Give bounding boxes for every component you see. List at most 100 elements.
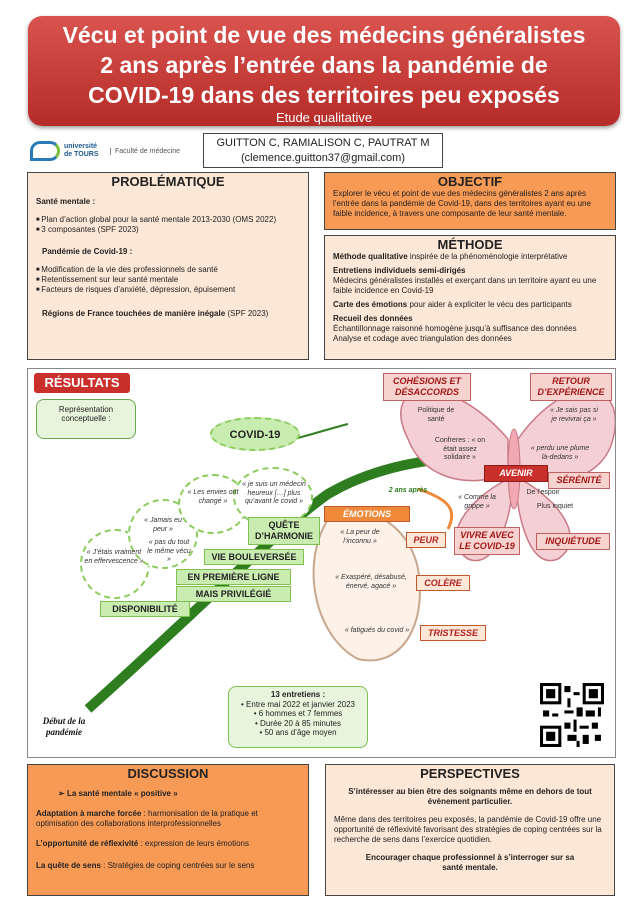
label-premiere-ligne: EN PREMIÈRE LIGNE <box>176 569 291 585</box>
discussion-quete: La quête de sens : Stratégies de coping … <box>36 861 300 871</box>
methode-qualitative-rest: inspirée de la phénoménologie interpréta… <box>407 252 568 261</box>
label-peur: PEUR <box>406 532 446 548</box>
quote-plume: « perdu une plume là-dedans » <box>530 445 590 461</box>
label-privilegie: MAIS PRIVILÉGIÉ <box>176 586 291 602</box>
entretiens-item: • 50 ans d’âge moyen <box>259 728 337 737</box>
authors-box: GUITTON C, RAMIALISON C, PAUTRAT M (clem… <box>203 133 443 168</box>
quete-line-1: QUÊTE <box>268 520 300 530</box>
discussion-adaptation: Adaptation à marche forcée : harmonisati… <box>36 809 300 829</box>
adaptation-bold: Adaptation à marche forcée <box>36 809 142 818</box>
label-deux-ans: 2 ans après <box>388 487 428 494</box>
quote-fatigues: « fatigués du covid » <box>344 627 410 634</box>
quote-je-sais: « Je sais pas si je revivrai ça » <box>550 407 598 423</box>
entretiens-item: • Entre mai 2022 et janvier 2023 <box>241 699 355 709</box>
politique-sante: Politique de santé <box>417 407 455 423</box>
cohesions-line-2: DÉSACCORDS <box>394 387 459 397</box>
authors-email[interactable]: (clemence.guitton37@gmail.com) <box>240 152 405 164</box>
quote-jamais-peur: « Jamais eu peur » <box>144 517 182 533</box>
quete-bold: La quête de sens <box>36 861 101 870</box>
debut-line-1: Début de la <box>42 716 86 726</box>
perspectives-text: Même dans des territoires peu exposés, l… <box>334 815 602 844</box>
entretiens-item: • Durée 20 à 85 minutes <box>255 718 341 728</box>
recueil-text-2: Analyse et codage avec triangulation des… <box>333 334 512 343</box>
quete-rest: : Stratégies de coping centrées sur le s… <box>100 861 255 870</box>
quete-line-2: D’HARMONIE <box>255 531 313 541</box>
quote-exaspere: « Exaspéré, désabusé, énervé, agacé » <box>335 574 407 590</box>
perspectives-box: PERSPECTIVES S’intéresser au bien être d… <box>325 764 615 896</box>
entretiens-title: 13 entretiens : <box>270 690 326 699</box>
discussion-reflexivite: L’opportunité de réflexivité : expressio… <box>36 839 300 849</box>
regions-rest: (SPF 2023) <box>225 309 269 318</box>
reflexivite-rest: : expression de leurs émotions <box>138 839 249 848</box>
perspectives-bold-1: S’intéresser au bien être des soignants … <box>348 787 592 806</box>
carte-emotions-rest: pour aider à expliciter le vécu des part… <box>407 300 572 309</box>
university-name: université de TOURS <box>64 143 99 158</box>
perspectives-title: PERSPECTIVES <box>420 766 520 781</box>
list-item: Plan d’action global pour la santé menta… <box>36 215 300 225</box>
reflexivite-bold: L’opportunité de réflexivité <box>36 839 139 848</box>
label-inquietude: INQUIÉTUDE <box>536 533 610 550</box>
label-debut-pandemie: Début de la pandémie <box>36 716 92 738</box>
university-logo: université de TOURS Faculté de médecine <box>30 140 190 162</box>
objectif-box: OBJECTIF Explorer le vécu et point de vu… <box>324 172 616 230</box>
faculty-name: Faculté de médecine <box>110 147 180 155</box>
problematique-title: PROBLÉMATIQUE <box>111 174 225 189</box>
regions-text: Régions de France touchées de manière in… <box>42 309 300 319</box>
adaptation-rest: : harmonisation de la pratique et optimi… <box>36 809 258 828</box>
arrow-icon: ➢ <box>58 789 67 798</box>
discussion-positive: ➢ La santé mentale « positive » <box>58 789 300 799</box>
carte-emotions: Carte des émotions <box>333 300 408 309</box>
quote-effervescence: « J’étais vraiment en effervescence » <box>84 549 144 565</box>
sante-mentale-label: Santé mentale : <box>36 197 96 206</box>
quote-grippe: « Comme la grippe » <box>458 494 496 510</box>
sante-mentale-list: Plan d’action global pour la santé menta… <box>36 215 300 235</box>
methode-box: MÉTHODE Méthode qualitative inspirée de … <box>324 235 616 360</box>
entretiens-item-text: 6 hommes et 7 femmes <box>258 709 343 718</box>
label-disponibilite: DISPONIBILITÉ <box>100 601 190 617</box>
label-vie-bouleversee: VIE BOULEVERSÉE <box>204 549 304 565</box>
title-line-2: 2 ans après l’entrée dans la pandémie de <box>100 52 548 78</box>
results-tag: RÉSULTATS <box>34 373 130 393</box>
list-item: 3 composantes (SPF 2023) <box>36 225 300 235</box>
representation-label: Représentation conceptuelle : <box>36 399 136 439</box>
qr-code-icon[interactable] <box>540 683 604 747</box>
entretiens-item-text: Durée 20 à 85 minutes <box>260 718 341 728</box>
entretiens-text: Médecins généralistes installés et exerç… <box>333 276 597 295</box>
quote-confreres: Confreres : « on était assez solidaire » <box>434 437 486 461</box>
vivre-line-2: LE COVID-19 <box>459 541 515 551</box>
perspectives-bold-2: Encourager chaque professionnel à s’inte… <box>365 853 575 872</box>
quote-pas-du-tout: « pas du tout le même vécu » <box>147 539 191 563</box>
label-quete-harmonie: QUÊTE D’HARMONIE <box>248 517 320 545</box>
methode-line-3: Carte des émotions pour aider à explicit… <box>333 300 607 310</box>
objectif-text: Explorer le vécu et point de vue des méd… <box>333 189 591 218</box>
text-plus-inquiet: Plus inquiet <box>536 503 574 510</box>
quote-envies: « Les envies ont changé » <box>187 489 239 505</box>
entretiens-label: Entretiens individuels semi-dirigés <box>333 266 466 275</box>
text-espoir: De l’espoir <box>526 489 560 496</box>
retour-line-2: D’EXPÉRIENCE <box>537 387 605 397</box>
pandemie-label: Pandémie de Covid-19 : <box>42 247 133 256</box>
list-item: Modification de la vie des professionnel… <box>36 265 300 275</box>
retour-line-1: RETOUR <box>552 376 590 386</box>
entretiens-item-text: 50 ans d’âge moyen <box>264 728 337 737</box>
list-item: Facteurs de risques d’anxiété, dépressio… <box>36 285 300 295</box>
label-vivre-covid: VIVRE AVEC LE COVID-19 <box>454 527 520 555</box>
poster-title-banner: Vécu et point de vue des médecins généra… <box>28 16 620 126</box>
cohesions-line-1: COHÉSIONS ET <box>392 376 461 386</box>
methode-line-1: Méthode qualitative inspirée de la phéno… <box>333 252 607 262</box>
discussion-box: DISCUSSION ➢ La santé mentale « positive… <box>27 764 309 896</box>
results-panel: RÉSULTATS Représentation conceptuelle : … <box>27 368 616 758</box>
label-tristesse: TRISTESSE <box>420 625 486 641</box>
label-cohesions: COHÉSIONS ET DÉSACCORDS <box>383 373 471 401</box>
label-emotions: ÉMOTIONS <box>324 506 410 522</box>
recueil-label: Recueil des données <box>333 314 413 323</box>
entretiens-item: • 6 hommes et 7 femmes <box>253 709 343 718</box>
pandemie-list: Modification de la vie des professionnel… <box>36 265 300 295</box>
orange-arrow <box>417 487 454 530</box>
debut-line-2: pandémie <box>46 727 82 737</box>
label-colere: COLÈRE <box>416 575 470 591</box>
label-retour-experience: RETOUR D’EXPÉRIENCE <box>530 373 612 401</box>
entretiens-item-text: Entre mai 2022 et janvier 2023 <box>246 699 355 709</box>
label-serenite: SÉRÉNITÉ <box>548 472 610 489</box>
covid-bubble: COVID-19 <box>210 417 300 451</box>
